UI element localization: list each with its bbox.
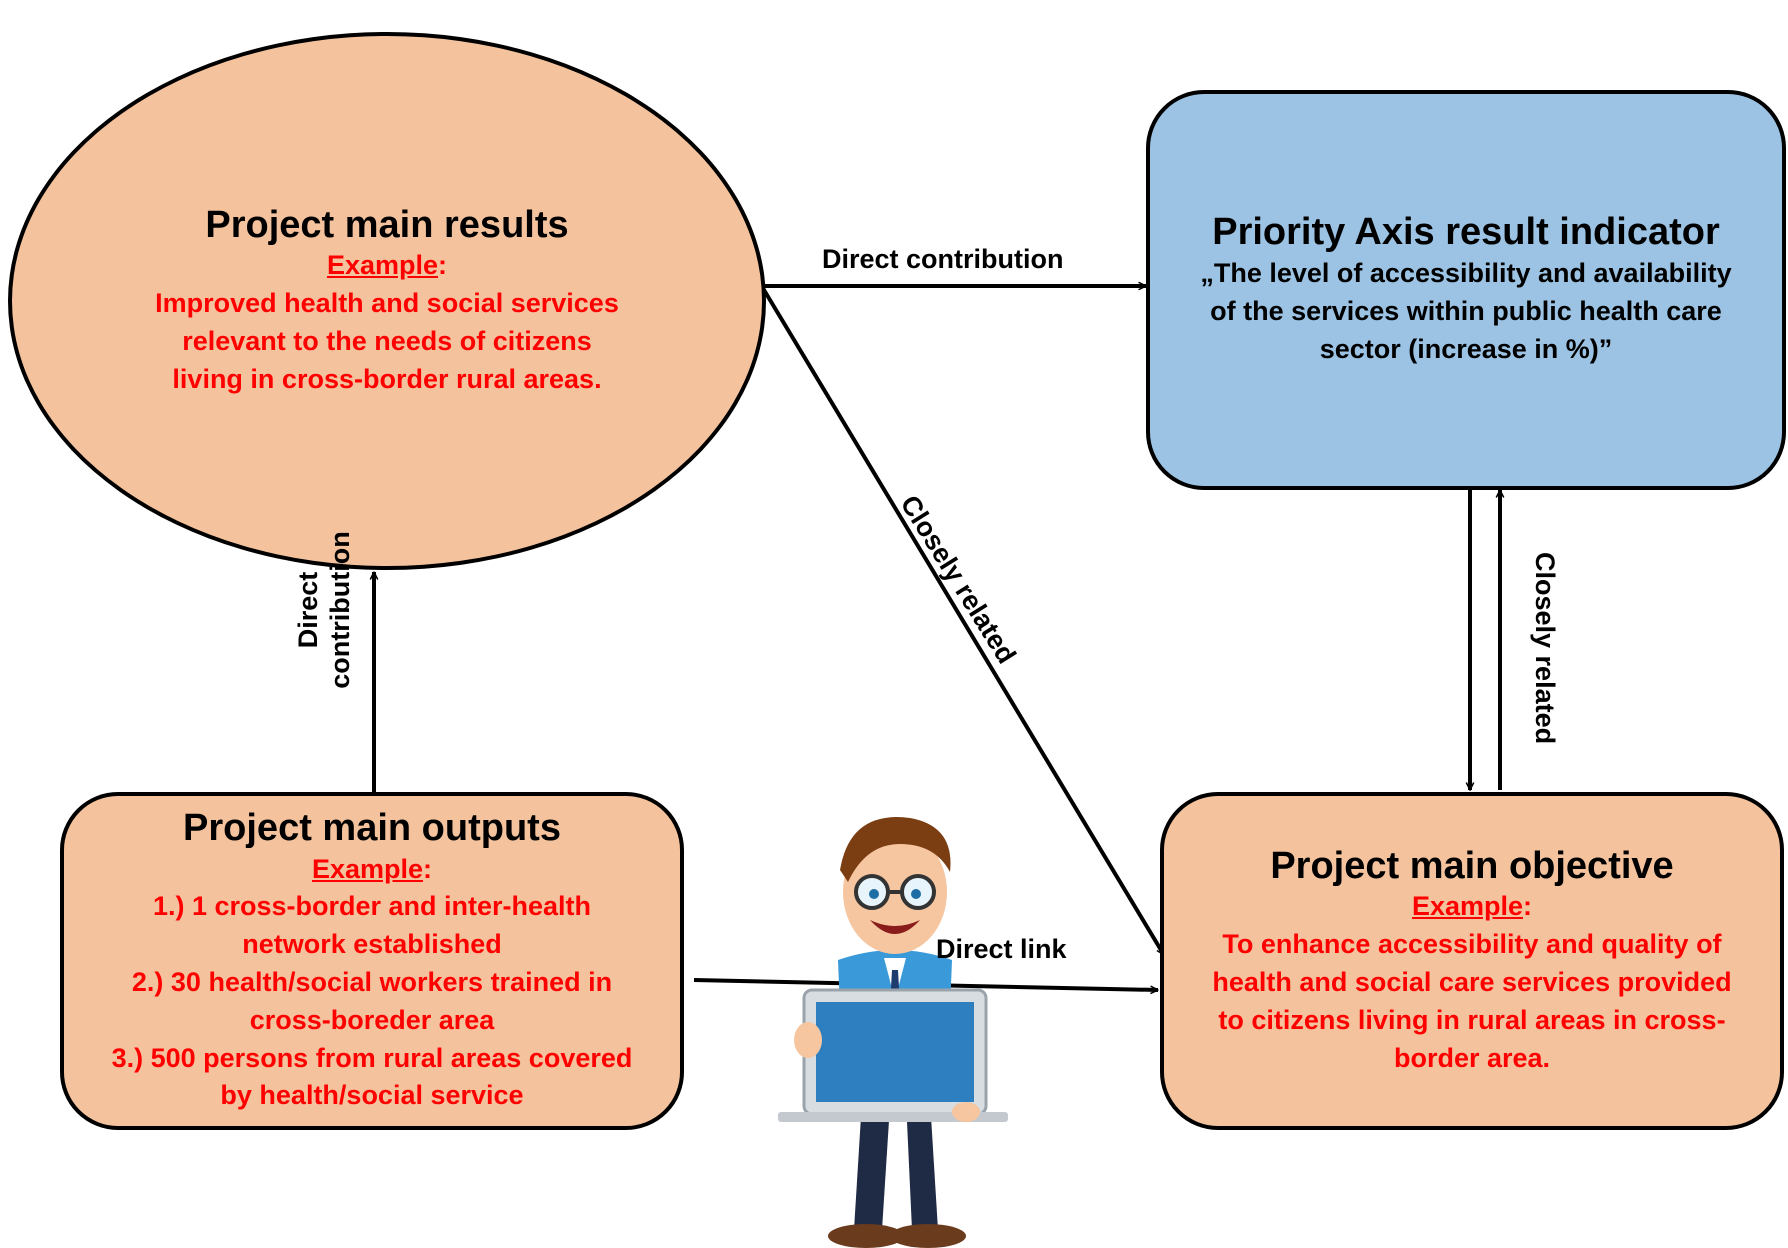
outputs-line: network established [242, 929, 502, 960]
outputs-example-label: Example [311, 853, 424, 884]
outputs-line: 3.) 500 persons from rural areas covered [111, 1042, 633, 1073]
results-line: living in cross-border rural areas. [172, 363, 602, 394]
objective-line: health and social care services provided [1212, 966, 1732, 997]
project-main-outputs-node: Project main outputs Example: 1.) 1 cros… [60, 792, 684, 1130]
objective-title: Project main objective [1270, 844, 1674, 887]
arrow-results-to-objective [762, 288, 1166, 955]
outputs-title: Project main outputs [183, 806, 561, 849]
objective-example-label: Example [1411, 891, 1524, 922]
edge-label-outputs-to-objective: Direct link [936, 934, 1067, 964]
indicator-line: sector (increase in %)” [1319, 333, 1613, 364]
outputs-line: 2.) 30 health/social workers trained in [131, 966, 613, 997]
priority-axis-indicator-node: Priority Axis result indicator „The leve… [1146, 90, 1786, 490]
objective-line: to citizens living in rural areas in cro… [1218, 1004, 1726, 1035]
edge-label-indicator-objective: Closely related [1530, 552, 1560, 745]
outputs-line: 1.) 1 cross-border and inter-health [152, 891, 592, 922]
indicator-line: of the services within public health car… [1210, 295, 1722, 326]
cartoon-man-illustration [778, 817, 1008, 1248]
edge-label-outputs-to-results: Direct contribution [293, 531, 356, 689]
project-main-objective-node: Project main objective Example: To enhan… [1160, 792, 1784, 1130]
outputs-line: cross-boreder area [249, 1004, 495, 1035]
indicator-line: „The level of accessibility and availabi… [1200, 258, 1732, 289]
results-line: Improved health and social services [155, 288, 619, 319]
results-title: Project main results [205, 203, 569, 246]
outputs-line: by health/social service [220, 1080, 524, 1111]
project-main-results-node: Project main results Example: Improved h… [8, 32, 766, 570]
objective-line: border area. [1393, 1042, 1551, 1073]
indicator-title: Priority Axis result indicator [1212, 211, 1720, 254]
objective-line: To enhance accessibility and quality of [1222, 929, 1722, 960]
results-line: relevant to the needs of citizens [182, 325, 592, 356]
edge-label-results-to-indicator: Direct contribution [822, 244, 1064, 274]
results-example-label: Example [326, 250, 439, 281]
